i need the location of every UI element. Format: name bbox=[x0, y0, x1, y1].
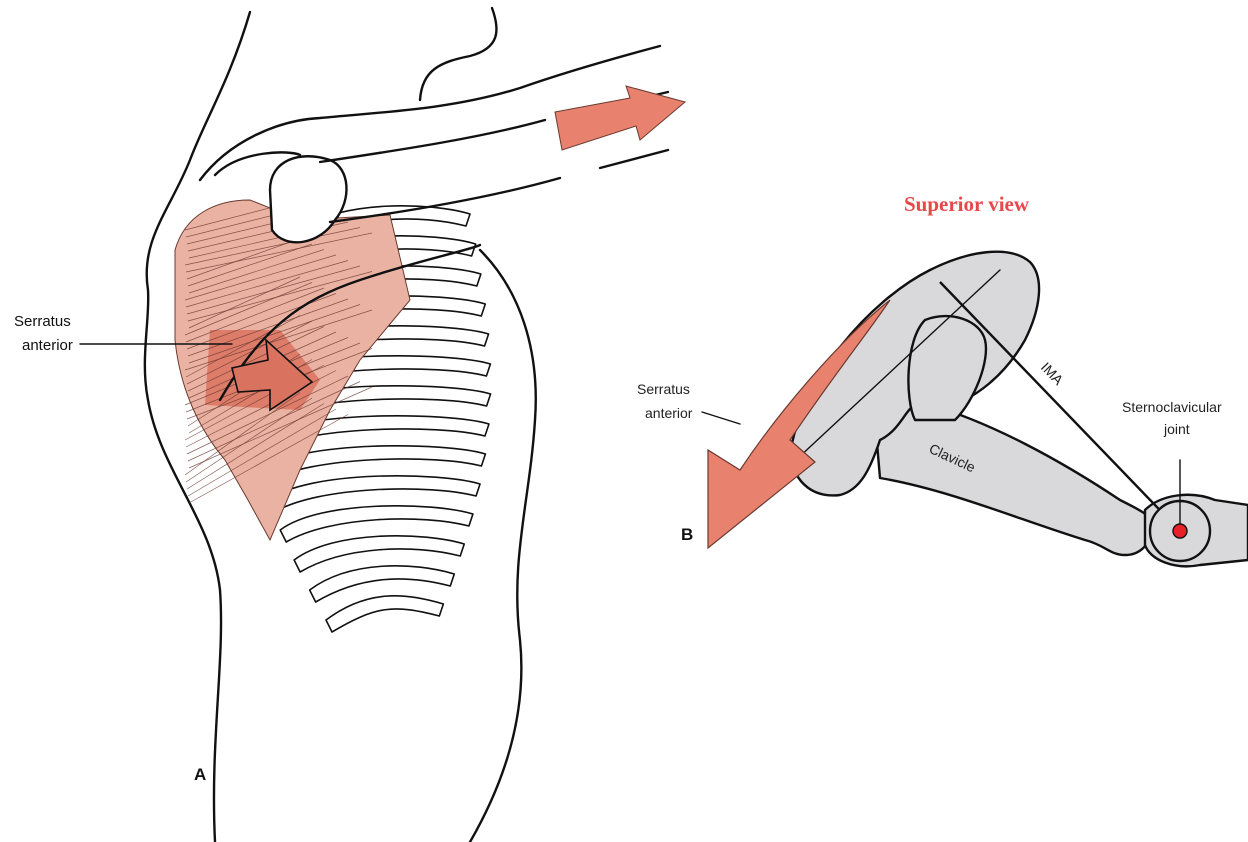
ima-label: IMA bbox=[1038, 359, 1067, 388]
coracoid-process bbox=[908, 316, 986, 420]
serratus-label-b-line1: Serratus bbox=[637, 381, 690, 397]
rib bbox=[326, 596, 443, 632]
protraction-arrow-a bbox=[555, 86, 685, 150]
joint-label-line2: joint bbox=[1163, 421, 1190, 437]
panel-letter-b: B bbox=[681, 525, 693, 544]
serratus-label-b-line2: anterior bbox=[645, 405, 693, 421]
arm-upper-edge bbox=[320, 120, 545, 162]
panel-letter-a: A bbox=[194, 765, 206, 784]
arm-far-edge-2 bbox=[600, 150, 668, 168]
serratus-leader-line-b bbox=[702, 412, 740, 424]
serratus-label-a-line1: Serratus bbox=[14, 313, 71, 330]
neck-outline bbox=[420, 8, 497, 100]
serratus-label-a-line2: anterior bbox=[22, 337, 73, 354]
panel-a-illustration: Serratus anterior A bbox=[14, 8, 685, 842]
joint-axis-dot bbox=[1173, 524, 1187, 538]
joint-label-line1: Sternoclavicular bbox=[1122, 399, 1222, 415]
superior-view-title: Superior view bbox=[904, 192, 1030, 216]
clavicle-bone bbox=[875, 402, 1155, 555]
panel-b-diagram: Superior view Serratus anterior IMA Clav… bbox=[637, 192, 1248, 566]
